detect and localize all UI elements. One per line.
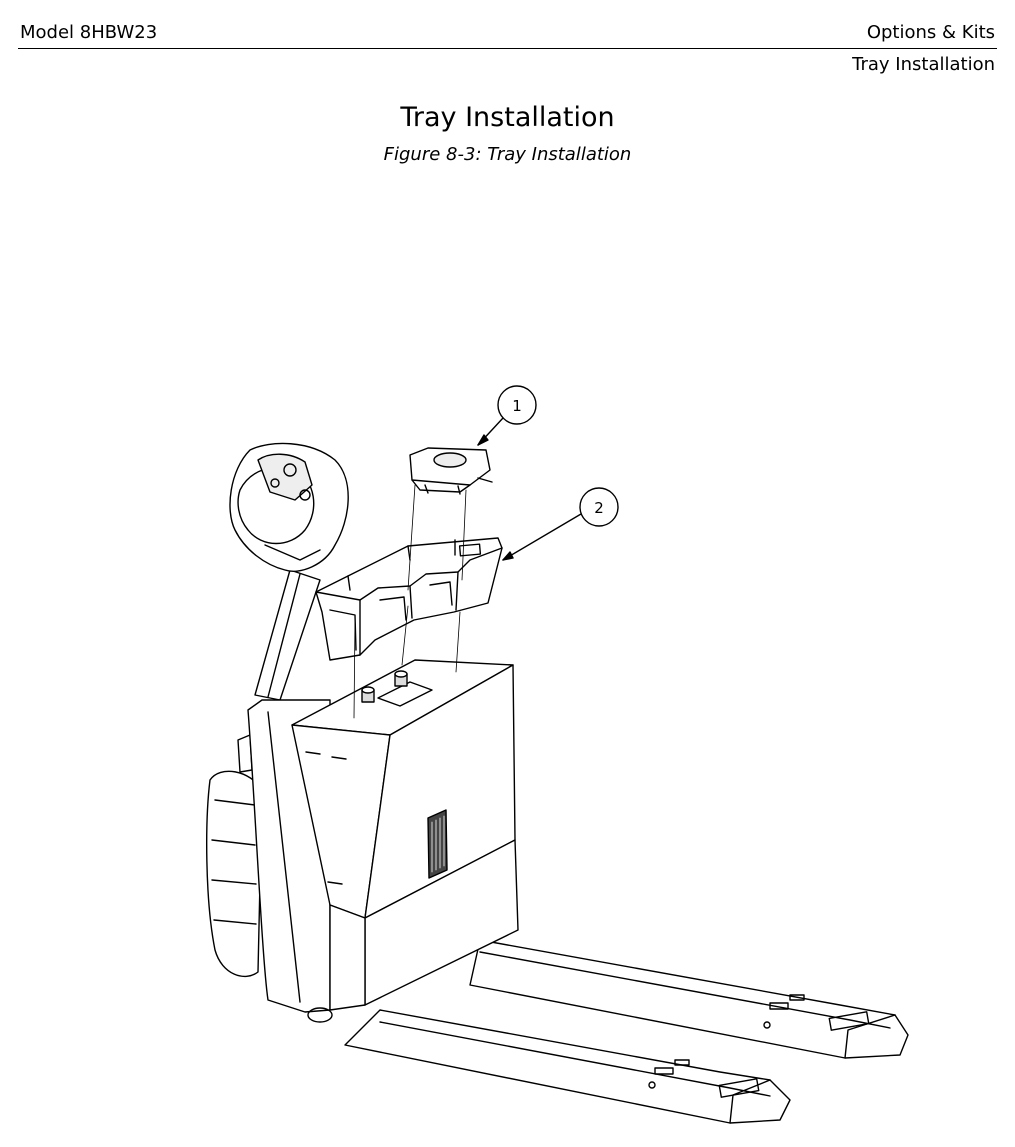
battery-box (291, 659, 519, 1011)
header-model: Model 8HBW23 (20, 22, 158, 43)
figure-caption: Figure 8-3: Tray Installation (383, 144, 632, 165)
callout-1-number: 1 (512, 397, 522, 415)
mount-knob-right (394, 670, 408, 687)
callout-2-number: 2 (594, 499, 604, 517)
callout-2: 2 (502, 487, 619, 561)
callout-1: 1 (477, 385, 537, 446)
installation-guide-lines (353, 484, 467, 719)
header-rule (18, 48, 997, 49)
header-section: Options & Kits (866, 22, 995, 43)
page-title: Tray Installation (400, 102, 615, 133)
tiller-arm (254, 569, 321, 701)
header-subsection: Tray Installation (852, 54, 995, 75)
fork-left (344, 1009, 791, 1124)
tray-insert-cup (409, 447, 493, 495)
fork-right (469, 939, 909, 1059)
tray (315, 537, 503, 661)
mount-knob-left (361, 686, 375, 703)
vent-grille (427, 809, 448, 879)
tiller-head (229, 442, 349, 572)
